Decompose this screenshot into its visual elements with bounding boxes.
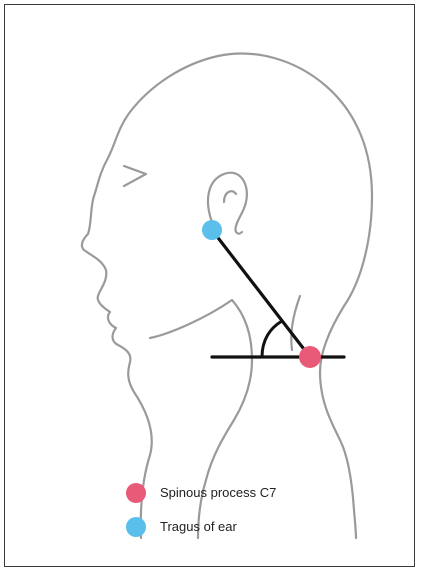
spinous-c7-marker bbox=[299, 346, 321, 368]
head-outline bbox=[82, 54, 372, 538]
head-profile-path bbox=[82, 54, 372, 538]
legend-marker-spinous-c7 bbox=[126, 483, 146, 503]
tragus-c7-line bbox=[212, 230, 310, 357]
eye-icon bbox=[124, 166, 146, 186]
craniovertebral-angle-arc bbox=[262, 321, 282, 357]
legend-label-spinous-c7: Spinous process C7 bbox=[160, 485, 276, 500]
tragus-marker bbox=[202, 220, 222, 240]
legend-marker-tragus bbox=[126, 517, 146, 537]
legend-label-tragus: Tragus of ear bbox=[160, 519, 237, 534]
jaw-neck-path bbox=[150, 300, 252, 538]
